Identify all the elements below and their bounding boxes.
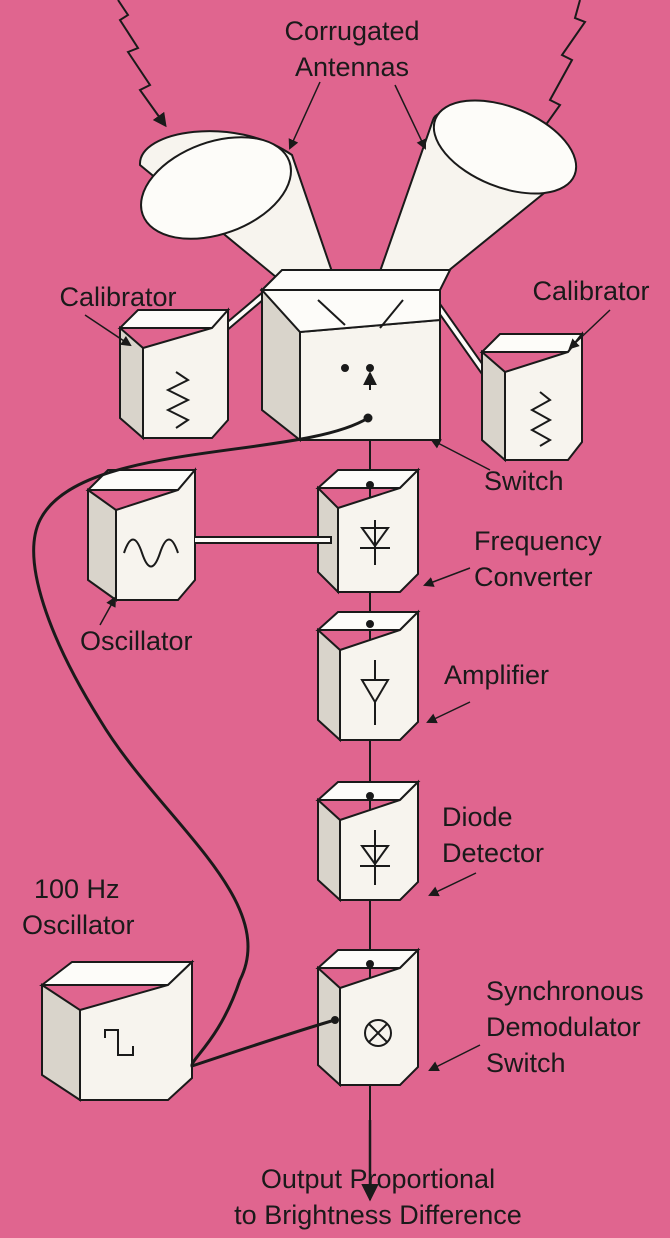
right-calibrator-box	[479, 331, 585, 463]
label-osc100-line1: 100 Hz	[34, 874, 120, 904]
diode-leader	[428, 872, 477, 897]
label-frequency-line1: Frequency	[474, 526, 602, 556]
sync-demod-leader	[428, 1044, 481, 1071]
radiation-zigzag-right	[533, 0, 587, 143]
amplifier-box	[315, 609, 421, 743]
radiation-zigzag-left	[117, 0, 167, 128]
right-antenna-horn	[368, 99, 578, 312]
label-switch: Switch	[484, 466, 564, 496]
left-calibrator-box	[117, 307, 231, 441]
oscillator-box	[85, 467, 198, 602]
label-sync-line2: Demodulator	[486, 1012, 641, 1042]
frequency-converter-box	[315, 467, 421, 595]
label-sync-line1: Synchronous	[486, 976, 644, 1006]
label-diode-line2: Detector	[442, 838, 544, 868]
label-diode-line1: Diode	[442, 802, 513, 832]
label-oscillator: Oscillator	[80, 626, 193, 656]
label-antennas-line2: Antennas	[295, 52, 409, 82]
diode-detector-box	[315, 779, 421, 903]
calibrator-left-leader	[84, 314, 132, 347]
amplifier-leader	[426, 701, 471, 724]
antenna-leader-right	[394, 84, 427, 150]
synchronous-demodulator-box	[315, 947, 421, 1088]
label-osc100-line2: Oscillator	[22, 910, 135, 940]
label-amplifier: Amplifier	[444, 660, 549, 690]
left-antenna-horn	[138, 130, 342, 307]
oscillator-100hz-box	[39, 959, 195, 1102]
label-output-line1: Output Proportional	[261, 1164, 495, 1194]
sync-control-cable	[32, 416, 369, 1068]
oscillator-leader	[99, 596, 117, 626]
label-output-line2: to Brightness Difference	[234, 1200, 522, 1230]
label-frequency-line2: Converter	[474, 562, 593, 592]
label-sync-line3: Switch	[486, 1048, 566, 1078]
antenna-leader-left	[288, 81, 321, 150]
switch-box	[259, 269, 452, 443]
calibrator-right-leader	[568, 309, 611, 350]
label-calibrator-left: Calibrator	[59, 282, 176, 312]
label-calibrator-right: Calibrator	[532, 276, 649, 306]
switch-leader	[430, 439, 491, 471]
freq-converter-leader	[423, 567, 471, 587]
label-antennas-line1: Corrugated	[284, 16, 419, 46]
